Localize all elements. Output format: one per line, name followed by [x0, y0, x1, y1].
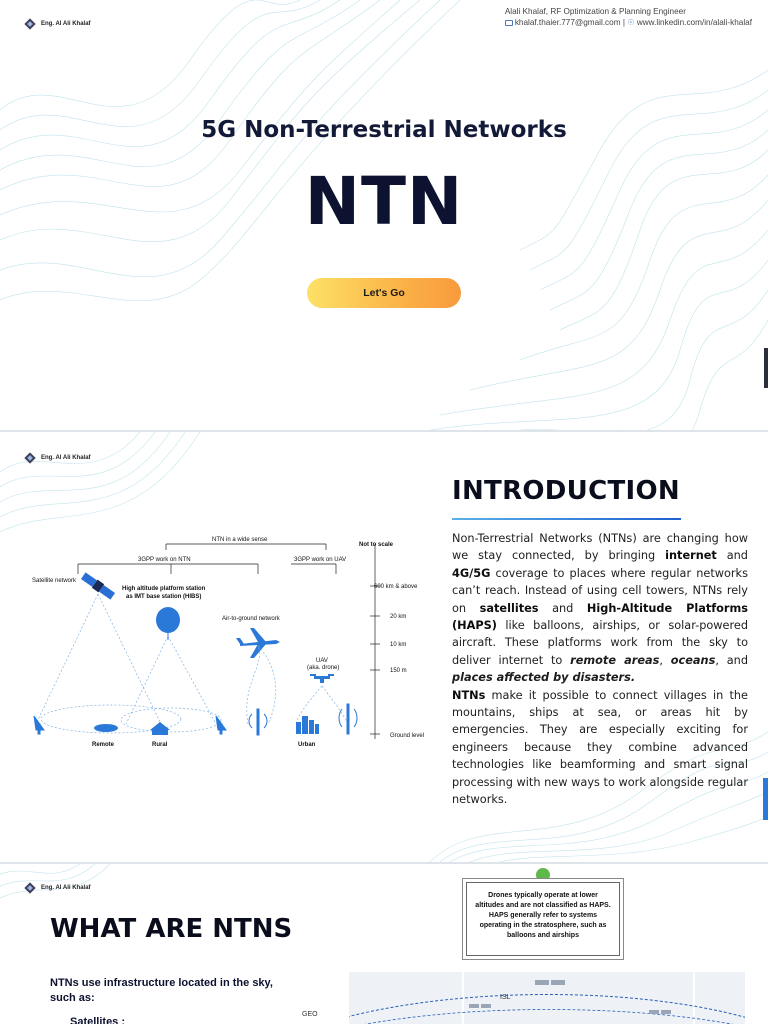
airplane-icon — [236, 628, 280, 658]
diagram-label-20km: 20 km — [390, 614, 406, 620]
intro-text: make it possible to connect villages in … — [452, 688, 748, 807]
diagram-label-satellite: Satellite network — [32, 578, 77, 584]
rural-house-icon — [150, 722, 170, 735]
diamond-logo-icon — [24, 18, 36, 30]
diagram-label-air-to-ground: Air-to-ground network — [222, 616, 281, 622]
intro-paragraph: Non-Terrestrial Networks (NTNs) are chan… — [452, 530, 748, 809]
diamond-logo-icon — [24, 452, 36, 464]
diagram-label-not-to-scale: Not to scale — [359, 542, 394, 548]
intro-text: like balloons, airships, or solar-powere… — [452, 619, 748, 667]
what-intro-text: NTNs use infrastructure located in the s… — [50, 977, 273, 1004]
brand-name: Eng. Al Ali Khalaf — [41, 885, 91, 891]
slide-divider — [0, 430, 768, 432]
brand-logo-block: Eng. Al Ali Khalaf — [24, 452, 91, 464]
orbit-diagram — [349, 972, 745, 1024]
intro-highlight: satellites — [479, 601, 539, 615]
introduction-slide: Eng. Al Ali Khalaf NTN in a wide sense N… — [0, 432, 768, 862]
author-contact: Alali Khalaf, RF Optimization & Planning… — [504, 6, 752, 28]
linkedin-link[interactable]: www.linkedin.com/in/alali-khalaf — [636, 18, 752, 27]
remote-water-icon — [94, 724, 118, 732]
intro-text: and — [538, 601, 587, 615]
geo-label: GEO — [302, 1011, 318, 1018]
diagram-label-hibs-2: as IMT base station (HIBS) — [126, 594, 201, 600]
urban-buildings-icon — [296, 716, 319, 734]
intro-text: , and — [715, 653, 748, 667]
diagram-label-uav-1: UAV — [316, 658, 328, 664]
mail-icon — [504, 20, 513, 26]
what-bullet-satellites: Satellites : — [70, 1016, 126, 1024]
diagram-label-wide-sense: NTN in a wide sense — [212, 537, 268, 543]
diagram-label-10km: 10 km — [390, 642, 406, 648]
intro-text: , — [659, 653, 671, 667]
what-are-ntns-slide: Eng. Al Ali Khalaf WHAT ARE NTNS NTNs us… — [0, 864, 768, 1024]
diagram-label-3gpp-uav: 3GPP work on UAV — [294, 557, 346, 563]
isl-label: ISL — [500, 994, 511, 1001]
diagram-label-remote: Remote — [92, 742, 115, 748]
link-separator: | — [622, 18, 625, 27]
intro-text: coverage to places where regular network… — [452, 566, 748, 615]
intro-highlight: 4G/5G — [452, 566, 491, 580]
intro-heading: INTRODUCTION — [452, 476, 680, 506]
cover-subtitle: 5G Non-Terrestrial Networks — [201, 117, 567, 143]
brand-name: Eng. Al Ali Khalaf — [41, 455, 91, 461]
diagram-label-ground: Ground level — [390, 733, 424, 739]
diagram-label-rural: Rural — [152, 742, 168, 748]
orbit-satellite-icon — [469, 980, 671, 1014]
slide-divider — [0, 862, 768, 864]
diagram-label-urban: Urban — [298, 742, 316, 748]
cover-slide: Eng. Al Ali Khalaf Alali Khalaf, RF Opti… — [0, 0, 768, 430]
balloon-icon — [156, 607, 180, 640]
diagram-label-hibs-1: High altitude platform station — [122, 586, 206, 592]
globe-icon: ☉ — [627, 18, 635, 27]
intro-heading-underline — [452, 518, 681, 520]
what-heading: WHAT ARE NTNS — [50, 914, 293, 944]
lets-go-button[interactable]: Let's Go — [307, 278, 461, 308]
intro-highlight: NTNs — [452, 688, 486, 702]
diagram-label-uav-2: (aka. drone) — [307, 665, 339, 671]
diagram-label-3gpp-ntn: 3GPP work on NTN — [138, 557, 191, 563]
ntn-architecture-diagram: NTN in a wide sense Not to scale 3GPP wo… — [32, 537, 424, 748]
satellite-icon — [80, 572, 116, 600]
intro-highlight: internet — [665, 549, 717, 563]
scroll-edge-marker — [763, 778, 768, 820]
cover-title: NTN — [304, 163, 464, 240]
intro-emphasis: remote areas — [570, 653, 660, 667]
email-link[interactable]: khalaf.thaier.777@gmail.com — [514, 18, 621, 27]
brand-name: Eng. Al Ali Khalaf — [41, 21, 91, 27]
author-line: Alali Khalaf, RF Optimization & Planning… — [504, 7, 686, 16]
brand-logo-block: Eng. Al Ali Khalaf — [24, 18, 91, 30]
intro-highlight: High-Altitude Platforms (HAPS) — [452, 601, 748, 633]
orbit-paths — [349, 972, 745, 1024]
diamond-logo-icon — [24, 882, 36, 894]
drones-note-card: Drones typically operate at lower altitu… — [466, 882, 620, 956]
intro-text: and — [716, 549, 748, 563]
ground-antenna-icons — [33, 703, 358, 736]
intro-emphasis: oceans — [670, 653, 716, 667]
scroll-edge-marker — [764, 348, 768, 388]
diagram-label-150m: 150 m — [390, 668, 407, 674]
intro-emphasis: places affected by disasters. — [452, 671, 636, 685]
diagram-label-600km: 600 km & above — [374, 584, 418, 590]
drone-icon — [310, 674, 334, 683]
intro-text: Non-Terrestrial Networks (NTNs) are chan… — [452, 532, 748, 563]
author-links: khalaf.thaier.777@gmail.com | ☉ www.link… — [504, 17, 752, 28]
brand-logo-block: Eng. Al Ali Khalaf — [24, 882, 91, 894]
